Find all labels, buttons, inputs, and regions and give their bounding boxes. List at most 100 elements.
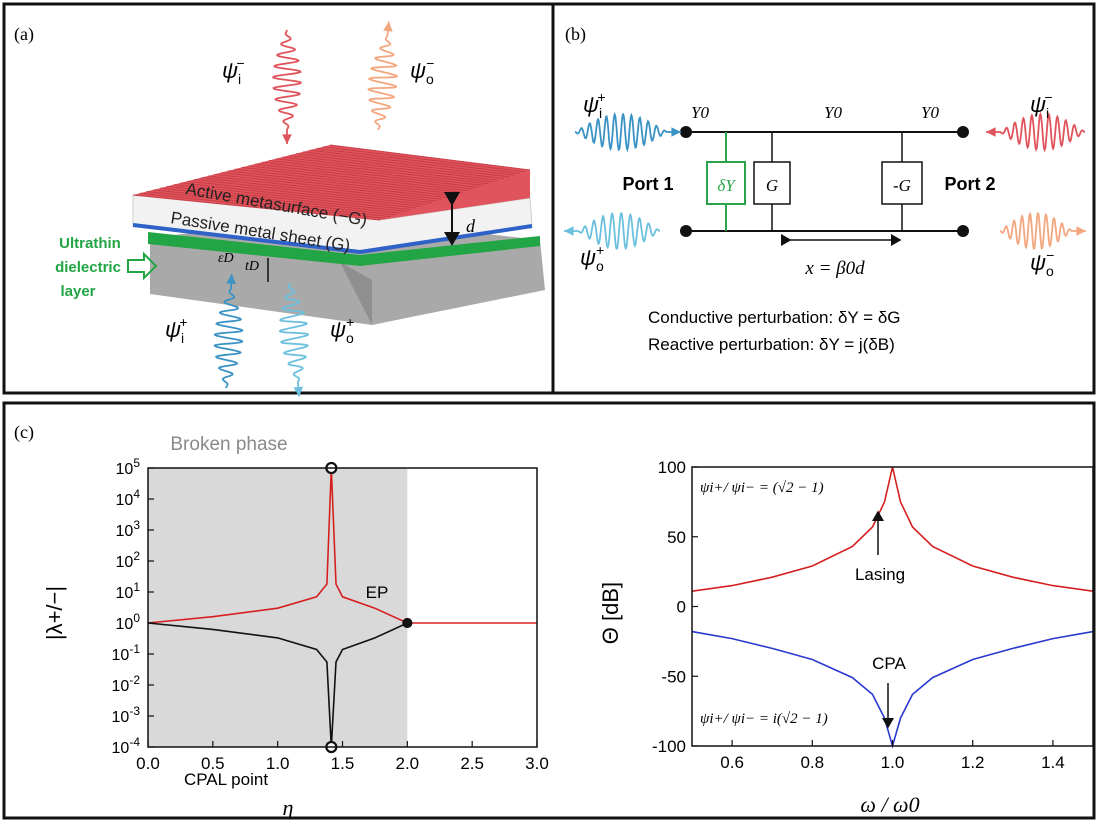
wave-psi-o-minus-b: [999, 211, 1086, 251]
chart-1-marker-2: [402, 617, 413, 629]
chart-1-xtick-label: 3.0: [525, 754, 549, 773]
g-label: G: [766, 176, 778, 195]
chart-1-xtick-label: 0.0: [136, 754, 160, 773]
ratio-bottom-label: ψi+/ ψi− = i(√2 − 1): [700, 711, 828, 727]
g-box: [753, 161, 791, 205]
d-label: d: [466, 216, 476, 236]
chart-1-xtick-label: 2.0: [396, 754, 420, 773]
wave-psi-i-minus-a: [272, 29, 302, 144]
neg-g-box: [881, 161, 923, 205]
chart-1-xtick-label: 0.5: [201, 754, 225, 773]
chart-1-ytick-label: 10-4: [112, 735, 141, 757]
wave-psi-i-plus-b-head: [671, 127, 681, 137]
wave-psi-o-plus-a: [278, 283, 310, 397]
chart-1-xtick-label: 1.5: [331, 754, 355, 773]
reactive-perturbation: Reactive perturbation: δY = j(δB): [648, 335, 895, 354]
chart-2-xtick-label: 0.6: [720, 753, 744, 772]
chart-2-ytick-label: 100: [658, 458, 686, 477]
wave-psi-i-plus-a-head: [226, 274, 237, 284]
dielectric-label-2: dielectric: [55, 259, 121, 276]
wave-psi-o-plus-b: [564, 212, 661, 250]
dielectric-pointer-arrow: [127, 251, 158, 281]
panel-c-tag: (c): [14, 422, 34, 443]
chart-1-ytick-label: 102: [116, 549, 141, 571]
delta-y-box: [706, 161, 746, 205]
chart-1-ytick-label: 100: [116, 611, 141, 633]
psi-o-minus-b: ψo−: [1030, 247, 1054, 279]
chart-1-xlabel: η: [283, 795, 294, 820]
psi-i-plus-b: ψi+: [583, 89, 605, 121]
chart-2-xtick-label: 1.4: [1041, 753, 1065, 772]
ratio-top-label: ψi+/ ψi− = (√2 − 1): [700, 480, 824, 496]
psi-i-minus-b: ψi−: [1030, 89, 1052, 121]
eigenvalue-chart: 0.0 0.5 1.0 1.5 2.0 2.5 3.0 10-4 10-3 10-2 10-1 10…: [112, 456, 549, 773]
psi-i-minus-a: ψi−: [222, 55, 244, 87]
chart-1-ylabel: |λ+/−|: [42, 586, 67, 640]
chart-2-xlabel: ω / ω0: [860, 792, 919, 817]
neg-g-label: -G: [893, 176, 911, 195]
wave-psi-o-minus-b-head: [1076, 226, 1086, 236]
chart-1-series-0: [147, 467, 537, 624]
panel-b-frame: [551, 2, 1096, 395]
chart-2-frame: [691, 466, 1094, 747]
psi-o-plus-a: ψo+: [330, 314, 354, 346]
y0-right-label: Y0: [921, 103, 939, 122]
epsilon-label: εD: [218, 251, 234, 266]
psi-i-plus-a: ψi+: [165, 314, 187, 346]
chart-1-ytick-label: 101: [116, 580, 141, 602]
psi-o-plus-b: ψo+: [580, 242, 604, 274]
chart-1-xtick-label: 1.0: [266, 754, 290, 773]
chart-2-ytick-label: 50: [667, 528, 686, 547]
chart-1-ytick-label: 105: [116, 456, 141, 478]
chart-2-series-1: [691, 630, 1094, 749]
x-equation: x = β0d: [804, 258, 865, 279]
chart-2-ytick-label: -100: [652, 737, 686, 756]
dielectric-label-1: Ultrathin: [59, 235, 121, 252]
metasurface-ridges: [132, 144, 531, 221]
y0-mid-label: Y0: [824, 103, 842, 122]
wave-psi-o-plus-a-head: [293, 386, 304, 397]
conductive-perturbation: Conductive perturbation: δY = δG: [648, 308, 901, 327]
psi-o-minus-a: ψo−: [410, 55, 434, 87]
chart-2-ylabel: Θ [dB]: [598, 582, 623, 644]
chart-2-xtick-label: 1.2: [961, 753, 985, 772]
chart-1-ytick-label: 103: [116, 518, 141, 540]
lasing-label: Lasing: [855, 565, 905, 584]
port-1-label: Port 1: [622, 174, 673, 194]
transmission-line: [680, 126, 969, 246]
theta-chart: 0.6 0.8 1.0 1.2 1.4 -100 -50 0 50 100: [652, 458, 1094, 772]
thickness-label: tD: [245, 259, 259, 274]
broken-phase-label: Broken phase: [170, 434, 287, 455]
wave-psi-i-plus-a: [213, 274, 244, 389]
chart-2-xtick-label: 1.0: [881, 753, 905, 772]
wave-psi-i-minus-b: [986, 111, 1086, 153]
cpal-point-label: CPAL point: [184, 770, 268, 789]
wave-packets-b: [564, 111, 1086, 251]
chart-1-ytick-label: 10-2: [112, 673, 141, 695]
panel-c-frame: [2, 401, 1096, 820]
panel-b-tag: (b): [565, 24, 586, 45]
wave-psi-o-plus-b-head: [564, 226, 574, 236]
metal-sheet-line: [132, 223, 533, 255]
chart-2-xtick-label: 0.8: [800, 753, 824, 772]
chart-1-ytick-label: 10-1: [112, 642, 141, 664]
ep-label: EP: [366, 583, 389, 602]
chart-1-ytick-label: 10-3: [112, 704, 141, 726]
port-2-label: Port 2: [944, 174, 995, 194]
wave-packets-a: [213, 21, 399, 397]
chart-1-xtick-label: 2.5: [460, 754, 484, 773]
chart-1-ytick-label: 104: [116, 487, 141, 509]
wave-psi-i-minus-b-head: [986, 127, 996, 137]
panel-a-tag: (a): [14, 24, 34, 45]
chart-2-ytick-label: -50: [661, 667, 686, 686]
delta-y-label: δY: [717, 176, 736, 195]
chart-2-ytick-label: 0: [677, 598, 686, 617]
wave-psi-i-minus-a-head: [282, 134, 292, 144]
wave-psi-o-minus-a-head: [383, 21, 393, 32]
chart-1-series-1: [147, 622, 408, 748]
y0-left-label: Y0: [691, 103, 709, 122]
dielectric-layer: [148, 232, 540, 266]
wave-psi-i-plus-b: [574, 111, 681, 153]
cpa-label: CPA: [872, 654, 906, 673]
